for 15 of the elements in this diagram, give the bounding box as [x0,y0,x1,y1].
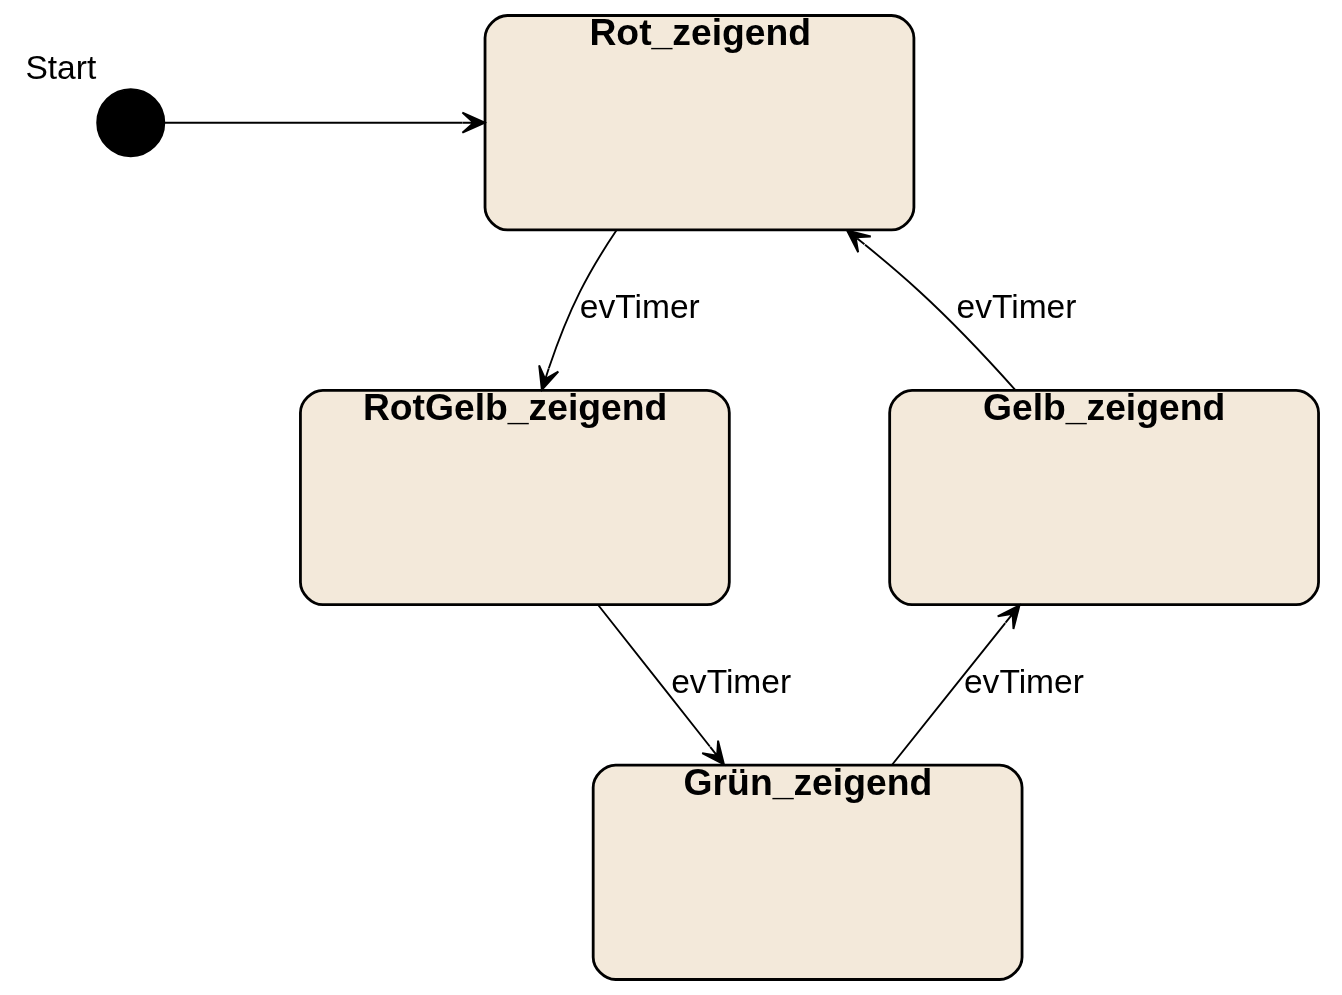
node-box: Grün_zeigend [591,763,1023,981]
arrow [537,229,618,391]
node-box: Gelb_zeigend [887,388,1320,607]
edge-label: evTimer [579,288,700,326]
edge-label: evTimer [670,663,791,701]
edge-label: evTimer [963,663,1084,701]
arrow [845,229,1016,391]
node-label: Start [24,48,96,86]
node-box: Rot_zeigend [483,14,915,232]
arrow [890,604,1020,766]
edge-label: evTimer [956,288,1076,326]
arrow [163,111,486,134]
node-circle [95,88,165,158]
node-box: RotGelb_zeigend [298,388,731,607]
arrow [596,604,725,766]
